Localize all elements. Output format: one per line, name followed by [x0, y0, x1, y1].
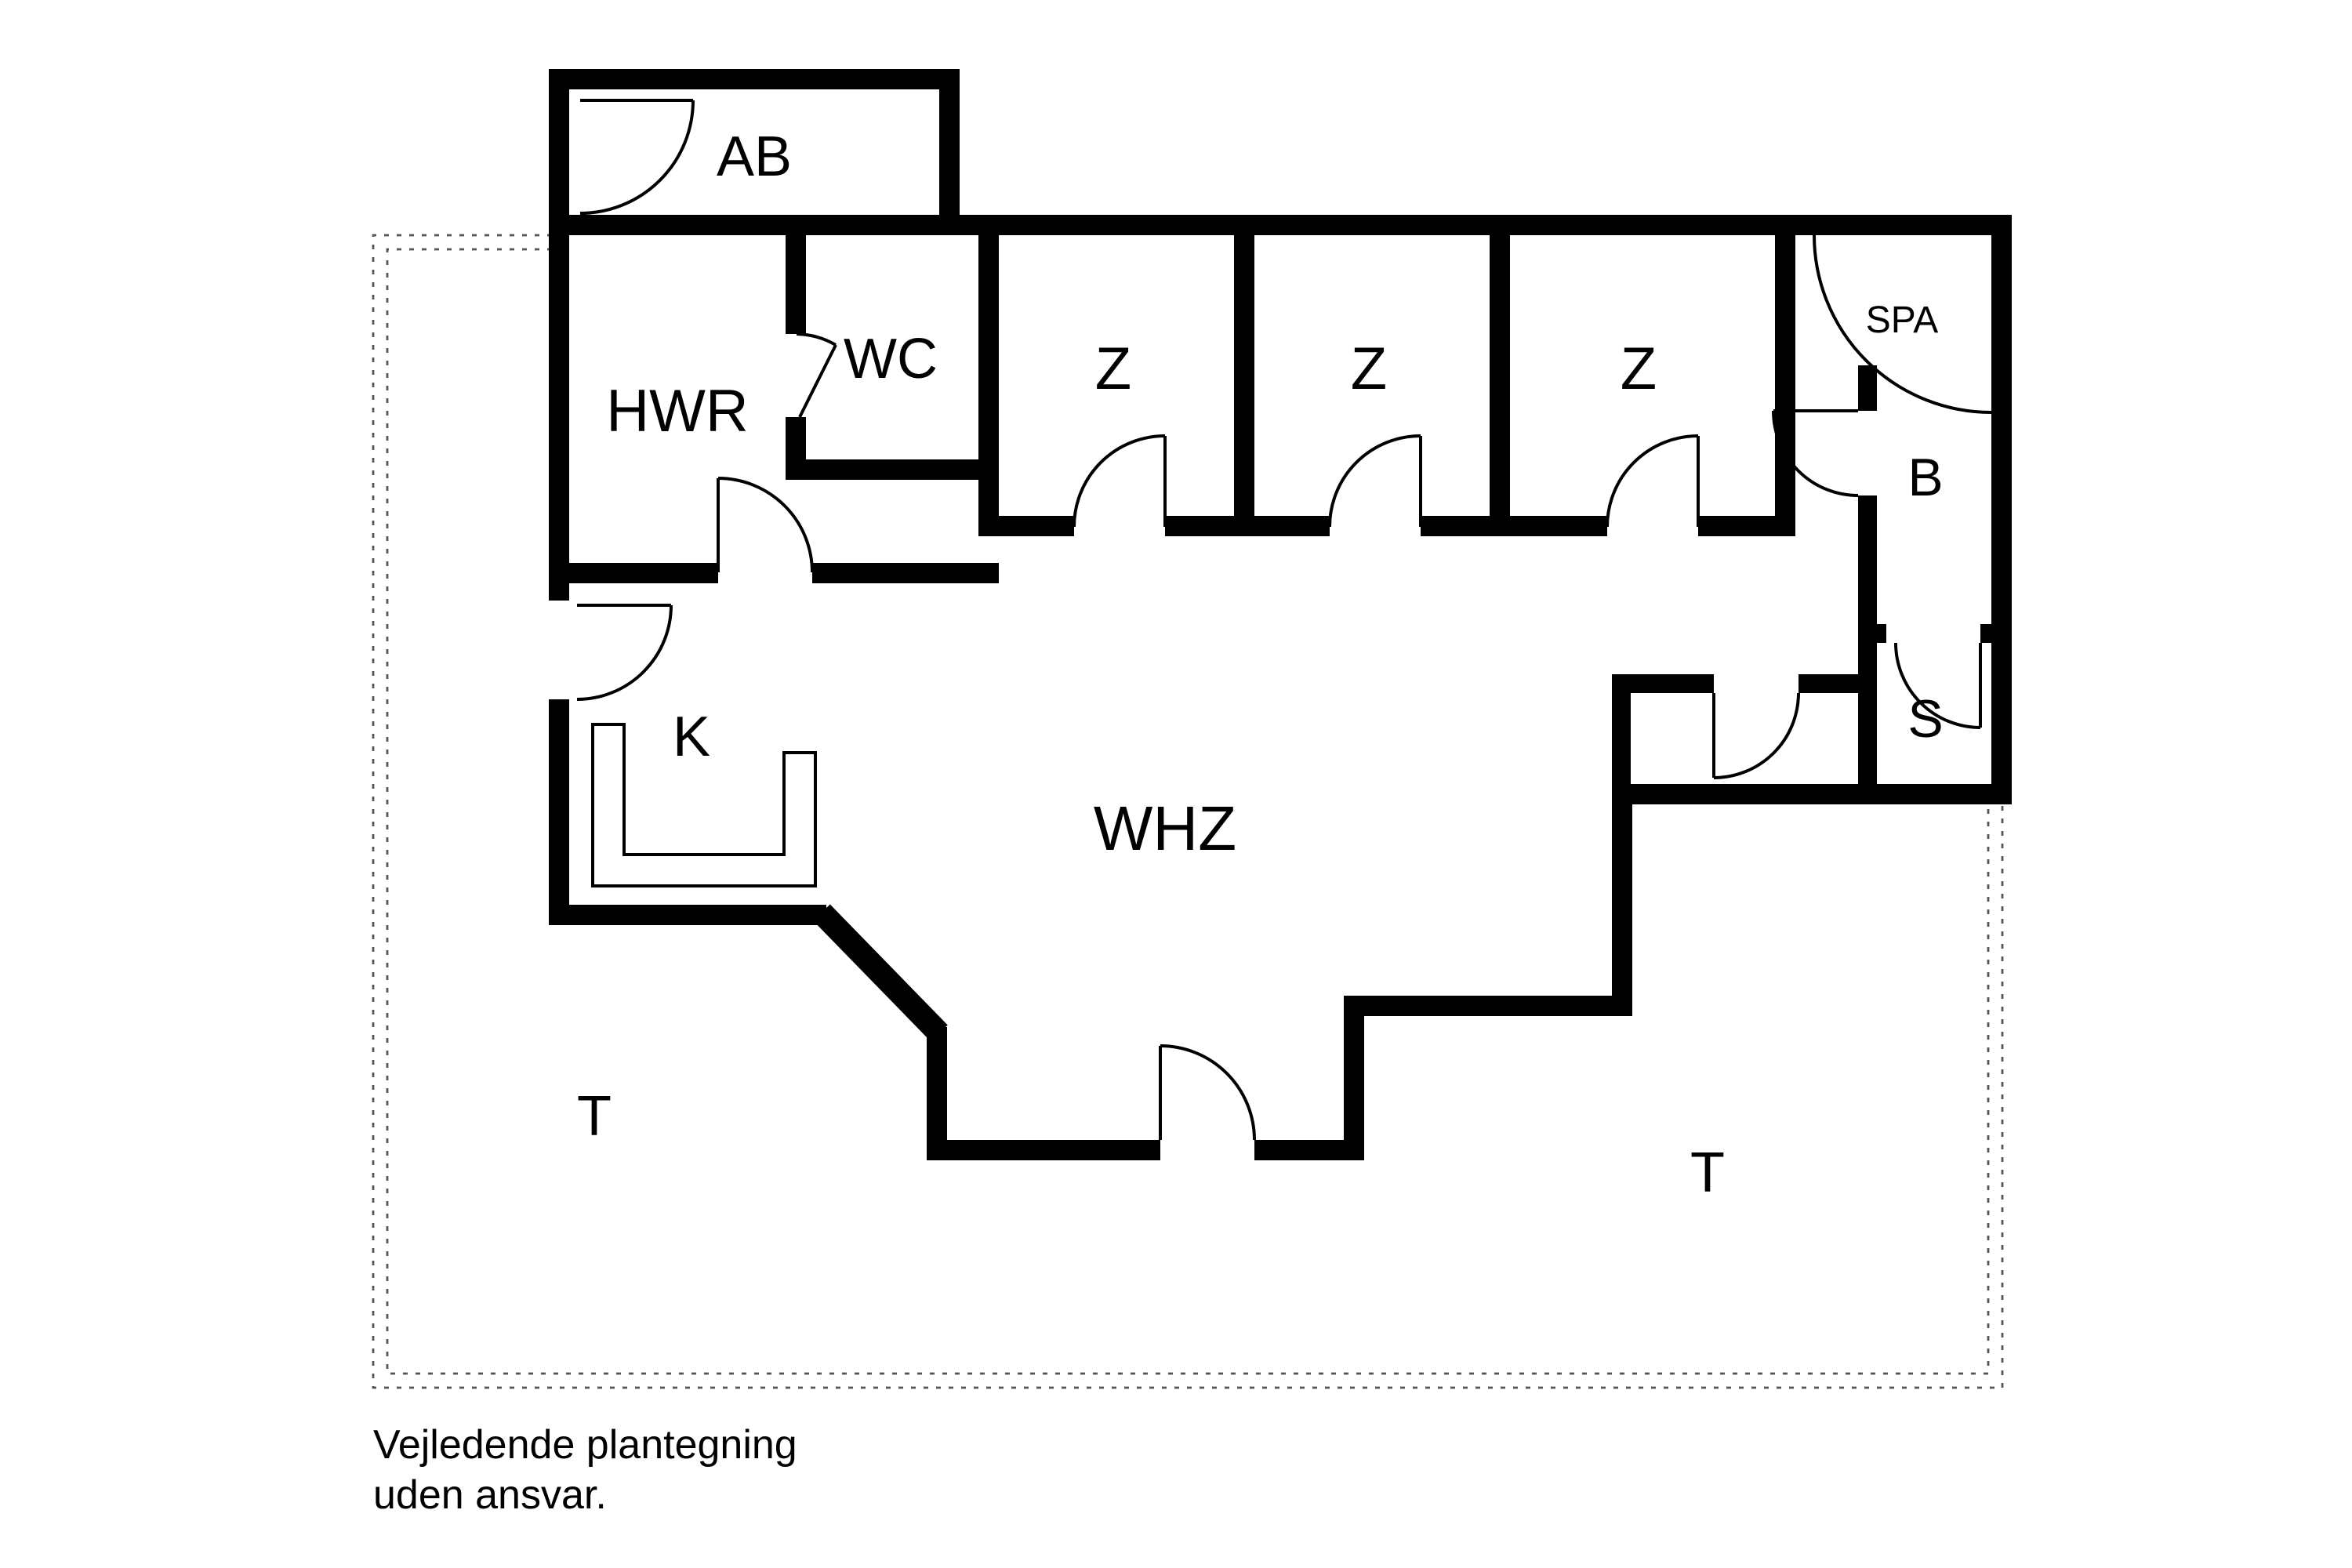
door-arc — [1160, 1044, 1256, 1141]
wall-segment — [549, 69, 960, 89]
spa-arc — [1813, 234, 1992, 414]
wall-segment — [1775, 235, 1795, 536]
door-arc — [1894, 642, 1981, 729]
door-arc — [1713, 692, 1800, 779]
wall-segment — [927, 1027, 947, 1160]
door-arc — [1073, 434, 1166, 528]
footer-disclaimer: Vejledende plantegning uden ansvar. — [373, 1422, 797, 1518]
door-arc — [1328, 434, 1421, 528]
wall-segment — [1980, 624, 2012, 643]
wall-segment — [1344, 996, 1364, 1160]
wall-segment — [1234, 516, 1330, 536]
room-label-z2: Z — [1351, 336, 1387, 402]
wall-segment — [1234, 235, 1254, 536]
room-label-b: B — [1907, 448, 1943, 507]
room-labels: AB HWR WC Z Z Z SPA B S K WHZ T T — [577, 125, 1944, 1204]
room-label-t-right: T — [1690, 1142, 1725, 1204]
room-label-whz: WHZ — [1094, 793, 1236, 863]
room-label-s: S — [1907, 689, 1943, 749]
wall-segment — [549, 905, 826, 925]
wall-segment — [549, 563, 718, 583]
wall-segment — [549, 215, 569, 601]
wall-segment — [1798, 674, 1877, 693]
wall-segment — [549, 215, 2012, 235]
wall-segment — [1612, 674, 1631, 803]
wall-segment — [786, 459, 999, 480]
door-z3 — [1606, 434, 1700, 528]
wall-segment — [1858, 365, 1877, 411]
door-hwr — [717, 477, 814, 573]
door-entrance-left — [576, 604, 673, 701]
door-hall-nook — [1712, 692, 1800, 779]
walls — [549, 69, 2012, 1160]
door-ab — [579, 99, 695, 215]
footer-line-1: Vejledende plantegning — [373, 1422, 797, 1468]
wall-segment — [1991, 215, 2012, 803]
door-arc — [1772, 410, 1859, 497]
room-label-hwr: HWR — [606, 378, 749, 445]
door-leaf — [798, 344, 837, 418]
wall-segment — [978, 235, 999, 536]
footer-line-2: uden ansvar. — [373, 1472, 607, 1518]
room-label-z3: Z — [1621, 336, 1657, 402]
wall-segment — [978, 516, 1074, 536]
door-arc — [717, 477, 814, 573]
wall-segment — [1858, 624, 1886, 643]
wall-segment — [927, 1140, 1160, 1160]
wall-segment — [812, 563, 999, 583]
door-shower — [1894, 642, 1982, 729]
wall-segment — [549, 699, 569, 925]
terrace-boundary — [372, 234, 2004, 1389]
door-arc — [1606, 434, 1699, 528]
wall-segment — [1344, 996, 1631, 1016]
kitchen-counter — [591, 723, 817, 887]
wall-segment — [1858, 495, 1877, 803]
door-arc — [576, 604, 673, 701]
spa-curve — [1813, 234, 1992, 414]
door-wc — [796, 332, 837, 418]
room-label-t-left: T — [577, 1085, 612, 1148]
door-arc — [796, 332, 837, 347]
door-whz-terrace — [1159, 1044, 1256, 1141]
wall-segment — [549, 69, 569, 235]
door-z2 — [1328, 434, 1422, 528]
wall-segment — [1612, 784, 2012, 804]
door-arc — [579, 100, 695, 215]
terrace-boundary-outer — [372, 234, 2004, 1389]
wall-diagonal — [813, 904, 948, 1042]
wall-segment — [1612, 674, 1714, 693]
doors — [576, 99, 1992, 1141]
wall-segment — [1490, 516, 1607, 536]
wall-segment — [1490, 235, 1510, 536]
room-label-ab: AB — [717, 125, 792, 188]
room-label-z1: Z — [1095, 336, 1131, 402]
door-bath — [1772, 409, 1859, 497]
room-label-wc: WC — [844, 328, 938, 390]
room-label-k: K — [673, 706, 710, 768]
room-label-spa: SPA — [1866, 299, 1938, 341]
door-z1 — [1073, 434, 1167, 528]
wall-segment — [939, 69, 960, 235]
wall-segment — [1612, 803, 1632, 1016]
wall-segment — [786, 235, 806, 334]
